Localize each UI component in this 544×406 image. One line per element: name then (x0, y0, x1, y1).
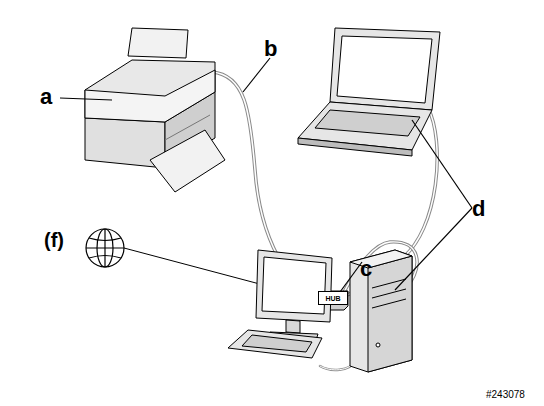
callout-letter: (f) (44, 230, 64, 250)
printer (85, 28, 225, 192)
figure-number: #243078 (486, 390, 525, 400)
leader-lines (60, 58, 472, 292)
callout-letter: b (264, 38, 277, 60)
device-text: HUB (325, 295, 340, 302)
desktop-computer (228, 250, 412, 372)
callout-letter: a (40, 86, 52, 108)
callout-letter: c (360, 258, 372, 280)
hub-box: HUB (318, 291, 348, 305)
laptop (298, 28, 440, 156)
callout-letter: d (472, 198, 485, 220)
internet-globe (86, 229, 124, 267)
